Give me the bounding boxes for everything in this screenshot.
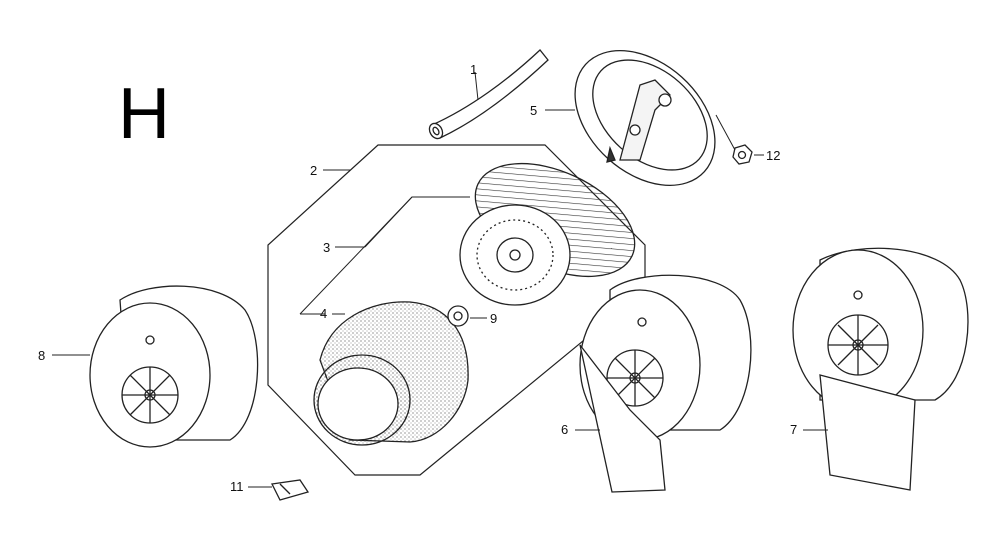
clip-part [271, 479, 310, 501]
filter-element-part [459, 162, 636, 306]
air-cleaner-cover-8 [89, 285, 259, 448]
air-cleaner-cover-6 [579, 274, 752, 493]
grommet-part [447, 305, 469, 327]
callout-11: 11 [230, 479, 244, 494]
callout-8: 8 [38, 348, 46, 363]
callout-6: 6 [561, 422, 569, 437]
callout-7: 7 [790, 422, 798, 437]
nut-part [732, 144, 753, 165]
callout-5: 5 [530, 103, 538, 118]
callout-4: 4 [320, 306, 328, 321]
cover-plate-part [574, 49, 716, 187]
tube-part [428, 49, 549, 140]
foam-element-part [313, 301, 469, 446]
callout-9: 9 [490, 311, 498, 326]
section-letter: H [118, 74, 170, 154]
callout-1: 1 [470, 62, 478, 77]
callout-12: 12 [766, 148, 781, 163]
callout-2: 2 [310, 163, 318, 178]
callout-3: 3 [323, 240, 331, 255]
air-cleaner-cover-7 [792, 247, 969, 491]
leader-lines [52, 71, 828, 488]
